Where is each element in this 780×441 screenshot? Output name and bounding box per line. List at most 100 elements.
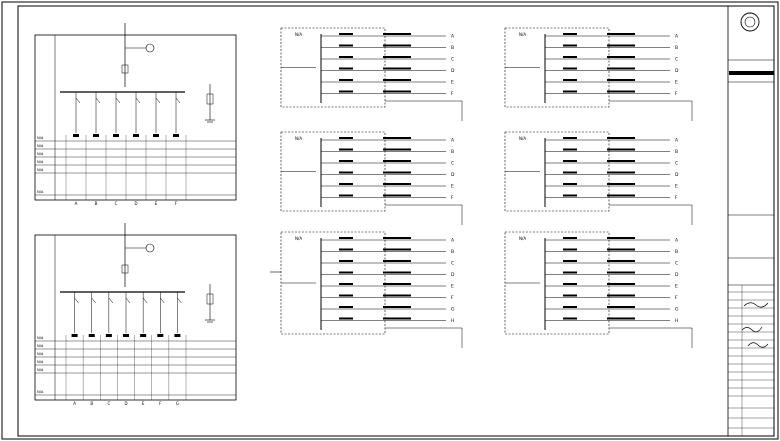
title-block [728,12,774,436]
company-logo-inner [744,16,756,28]
title-block-rows [728,285,774,436]
breaker-rating-block [339,79,353,81]
breaker-contact-icon [160,297,165,304]
breaker-rating-block [563,160,577,162]
breaker-rating-block [339,237,353,239]
circuit-load-label: A [451,238,455,244]
cable-spec-block [607,79,635,81]
meter-icon [145,243,155,253]
signature-mark [741,326,763,333]
cable-spec-block [383,306,411,308]
circuit-load-label: D [675,68,679,74]
cable-spec-block [607,271,635,274]
circuit-name: D [134,201,137,206]
breaker-rating-block [563,237,577,239]
circuit-name: A [73,401,76,406]
breaker-rating-block [563,56,577,58]
cable-spec-block [383,183,411,185]
breaker-rating-block [563,317,577,320]
circuit-load-label: F [675,295,678,301]
cable-spec-block [607,283,635,285]
breaker-rating-block [563,79,577,81]
breaker-rating-block [563,148,577,151]
breaker-rating-block [339,283,353,285]
breaker-contact-icon [95,97,101,104]
circuit-load-label: H [451,318,454,324]
cable-spec-block [383,283,411,285]
circuit-header-block [153,134,159,137]
circuit-name: B [95,201,98,206]
cable-spec-block [607,33,635,35]
breaker-contact-icon [115,97,121,104]
row-header-label: N/A [37,390,44,394]
circuit-load-label: C [675,57,678,63]
circuit-header-block [113,134,119,137]
breaker-contact-icon [74,297,79,304]
cable-spec-block [383,171,411,174]
breaker-rating-block [339,160,353,162]
cable-spec-block [383,148,411,151]
circuit-load-label: G [451,307,455,313]
circuit-name: B [90,401,93,406]
circuit-load-label: A [675,238,679,244]
circuit-header-block [88,334,95,337]
cable-spec-block [607,306,635,308]
breaker-contact-icon [177,297,182,304]
row-header-label: N/A [37,144,44,148]
circuit-load-label: A [675,138,679,144]
breaker-rating-block [339,248,353,251]
circuit-header-block [140,334,147,337]
circuit-load-label: C [675,161,678,167]
breaker-rating-block [339,67,353,70]
cable-spec-block [607,160,635,162]
circuit-load-label: E [451,80,454,86]
cable-spec-block [607,148,635,151]
breaker-rating-block [339,306,353,308]
cable-spec-block [607,137,635,139]
breaker-rating-block [563,194,577,197]
circuit-name: A [75,201,78,206]
surge-protector-icon [206,93,214,105]
cable-spec-block [607,90,635,93]
cable-spec-block [383,194,411,197]
breaker-rating-block [339,294,353,297]
row-header-label: N/A [37,344,44,348]
circuit-header-block [174,334,181,337]
board-name: N/A [519,136,526,141]
circuit-load-label: E [675,80,678,86]
surge-protector-icon [206,293,214,305]
board-name: N/A [295,32,302,37]
cable-spec-block [607,317,635,320]
cable-spec-block [383,44,411,47]
cable-spec-block [383,317,411,320]
circuit-header-block [173,134,179,137]
cable-spec-block [607,194,635,197]
signature-mark [747,342,769,348]
breaker-contact-icon [75,97,81,104]
breaker-rating-block [563,260,577,262]
main-breaker-icon [121,64,129,74]
breaker-rating-block [339,271,353,274]
cable-spec-block [607,44,635,47]
breaker-rating-block [563,283,577,285]
circuit-load-label: B [451,45,454,51]
circuit-header-block [157,334,164,337]
breaker-rating-block [339,260,353,262]
cable-spec-block [383,79,411,81]
circuit-header-block [123,334,129,337]
circuit-name: F [159,401,162,406]
circuit-header-block [73,134,79,137]
circuit-load-label: F [675,195,678,201]
row-header-label: N/A [37,352,44,356]
circuit-load-label: B [675,45,678,51]
breaker-rating-block [563,248,577,251]
